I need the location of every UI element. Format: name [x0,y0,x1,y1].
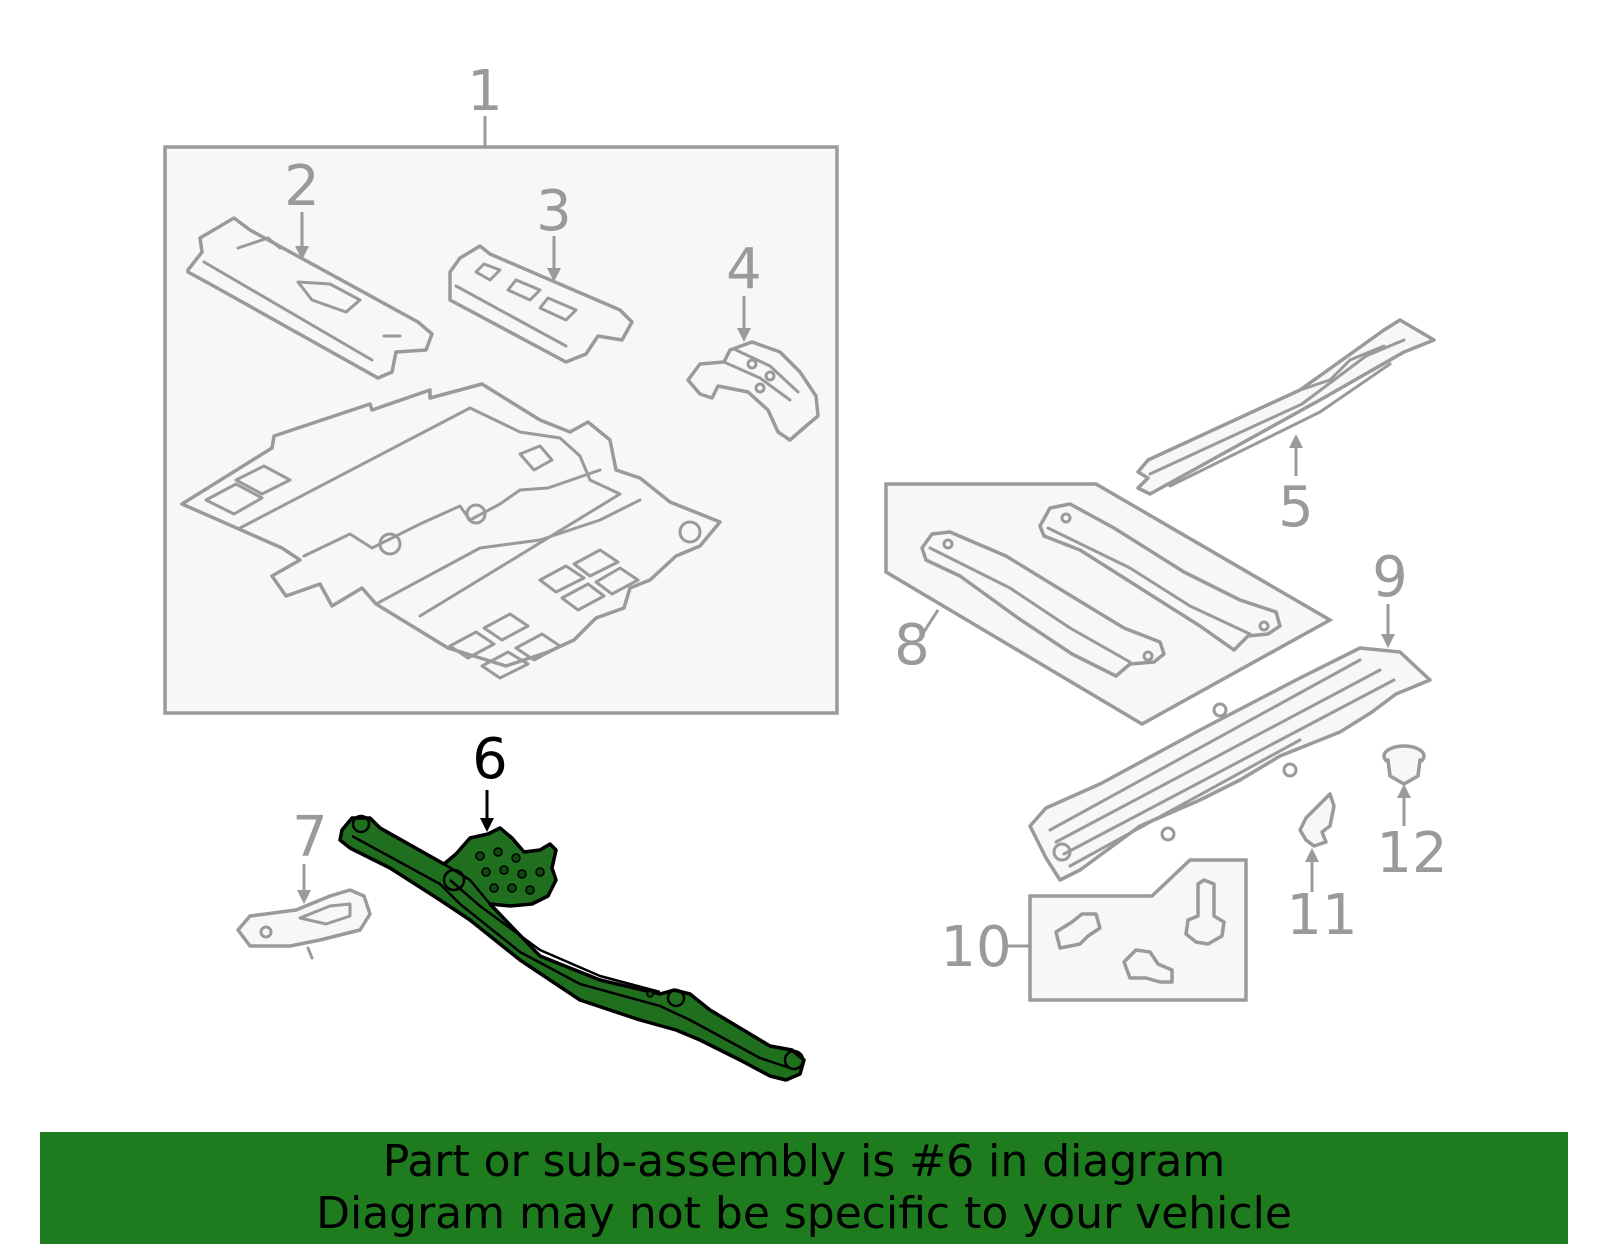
callout-6: 6 [472,727,508,792]
assembly-10-group: 10 [940,858,1248,1002]
part-10-drawing [1054,878,1226,984]
callout-9: 9 [1372,545,1408,610]
part-12-drawing [1382,744,1426,786]
part-7-drawing [236,888,372,960]
assembly-1-group: 1 2 3 4 [163,59,839,715]
callout-2: 2 [284,154,320,219]
part-8-drawing [920,502,1282,678]
part-5-drawing [1136,318,1436,496]
info-banner: Part or sub-assembly is #6 in diagram Di… [40,1132,1568,1244]
callout-11: 11 [1286,883,1357,948]
parts-diagram: 1 2 3 4 [163,59,1448,1082]
part-9-drawing [1028,646,1432,882]
part-2-drawing [186,216,434,380]
floor-pan-drawing [180,382,722,680]
callout-12: 12 [1376,821,1447,886]
assembly-8-group: 8 [884,482,1334,727]
part-11-drawing [1298,792,1336,848]
part-6-highlighted-drawing [338,814,806,1082]
part-4-drawing [686,340,820,442]
callout-7: 7 [292,805,328,870]
part-3-drawing [448,244,634,364]
callout-1: 1 [467,59,503,124]
callout-3: 3 [536,179,572,244]
callout-10: 10 [940,915,1011,980]
callout-5: 5 [1278,475,1314,540]
callout-8: 8 [894,613,930,678]
callout-4: 4 [726,237,762,302]
banner-line-1: Part or sub-assembly is #6 in diagram [382,1136,1226,1187]
assembly-10-box [1028,858,1248,1002]
banner-line-2: Diagram may not be specific to your vehi… [316,1188,1292,1239]
assembly-8-box [884,482,1334,727]
